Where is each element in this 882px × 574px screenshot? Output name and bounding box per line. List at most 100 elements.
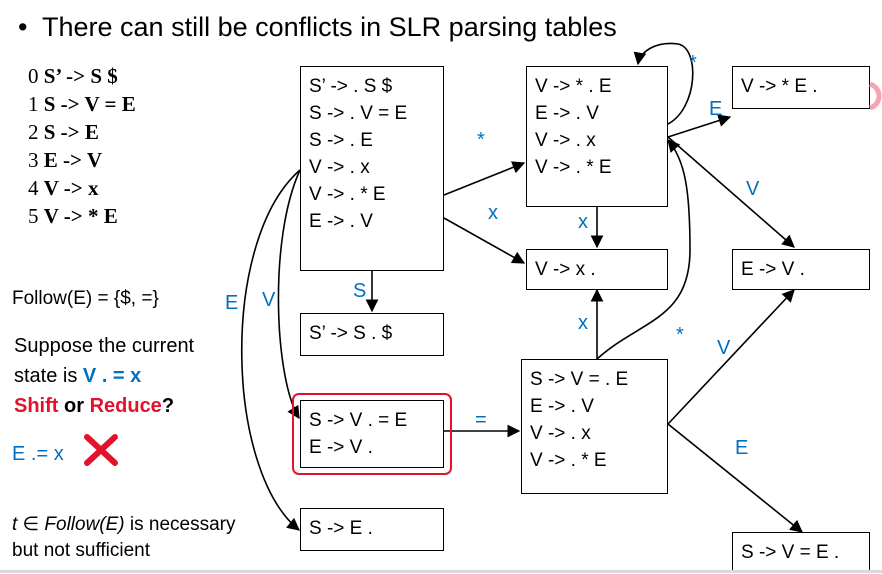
or-word: or [58,395,90,417]
note-line2: but not sufficient [12,540,151,561]
rule-body: V -> * E [43,204,118,228]
edge-s6-s4 [596,139,691,360]
edge-s0-s2 [277,169,301,420]
item: V -> * E . [741,76,818,97]
edge-label-v: V [746,178,760,200]
edge-s4-s4 [633,42,694,125]
conflict-highlight [292,393,452,475]
item: E -> . V [530,396,594,417]
question-line2: state is V . = x [14,361,194,391]
item: E -> V . [309,437,373,458]
edge-label-v: V [717,337,731,359]
grammar-rule: 3 E -> V [28,146,136,174]
item: S -> . E [309,130,373,151]
edge-label-s: S [353,280,367,302]
rule-number: 5 [28,204,39,228]
rule-number: 4 [28,176,39,200]
question-text: Suppose the current state is V . = x Shi… [14,331,194,421]
question-prefix: state is [14,365,83,387]
edge-s6-s9 [667,423,803,533]
edge-s4-s8 [667,136,795,248]
bullet-icon: • [18,12,28,42]
rule-number: 0 [28,64,39,88]
edge-label-e: E [735,437,749,459]
state-s1: S’ -> S . $ [300,313,444,356]
edge-s4-s7 [667,114,732,138]
edge-label-e: E [225,292,239,314]
state-s4: V -> * . E E -> . V V -> . x V -> . * E [526,66,668,207]
item: E -> . V [535,103,599,124]
current-state-text: V . = x [82,365,142,387]
edge-label-x: x [578,211,588,233]
note-follow: Follow(E) [44,514,125,535]
item: S’ -> S . $ [309,323,393,344]
corner-mark-icon [868,82,882,110]
question-line3: Shift or Reduce? [14,391,194,421]
note-rest: is necessary [124,514,236,535]
item: S -> V = E . [741,542,840,563]
item: V -> . x [535,130,596,151]
reduced-item: E .= x [12,443,64,465]
rule-body: E -> V [43,148,103,172]
item: S -> V . = E [309,410,408,431]
item: E -> . V [309,211,373,232]
grammar-rule: 0 S’ -> S $ [28,62,136,90]
follow-set: Follow(E) = {$, =} [12,288,159,309]
item: S -> E . [309,518,373,539]
rule-number: 1 [28,92,39,116]
note-line1: t ∈ Follow(E) is necessary [12,512,236,538]
edge-label-star: * [676,324,684,346]
edge-s6-s8 [667,289,795,425]
title-text: There can still be conflicts in SLR pars… [42,12,617,42]
state-s6: S -> V = . E E -> . V V -> . x V -> . * … [521,359,668,494]
necessity-note: t ∈ Follow(E) is necessary but not suffi… [12,512,236,564]
question-line1: Suppose the current [14,335,195,357]
question-mark: ? [161,395,175,417]
edge-s0-s3 [241,169,301,531]
grammar-rule: 1 S -> V = E [28,90,136,118]
edge-label-equals: = [475,409,487,431]
edge-s0-s5 [443,217,526,264]
shift-word: Shift [14,395,59,417]
item: S -> . V = E [309,103,408,124]
state-s7: V -> * E . [732,66,870,109]
rule-number: 2 [28,120,39,144]
grammar-rule: 2 S -> E [28,118,136,146]
state-s0: S’ -> . S $ S -> . V = E S -> . E V -> .… [300,66,444,271]
state-s2: S -> V . = E E -> V . [300,400,444,468]
item: V -> . x [309,157,370,178]
edge-s0-s4 [443,161,526,196]
grammar-rule: 4 V -> x [28,174,136,202]
item: V -> x . [535,259,596,280]
grammar-rule: 5 V -> * E [28,202,136,230]
item: V -> . x [530,423,591,444]
rule-body: V -> x [43,176,99,200]
edge-label-x: x [578,312,588,334]
slide-title: • There can still be conflicts in SLR par… [18,12,617,43]
slide-bottom-border [0,570,882,573]
rule-body: S -> E [43,120,99,144]
edge-label-e: E [709,98,723,120]
state-s3: S -> E . [300,508,444,551]
item: E -> V . [741,259,805,280]
grammar-rules: 0 S’ -> S $ 1 S -> V = E 2 S -> E 3 E ->… [28,62,136,230]
rule-body: S -> V = E [43,92,136,116]
edge-label-x: x [488,202,498,224]
rule-body: S’ -> S $ [43,64,118,88]
edge-label-star: * [477,129,485,151]
edge-label-v: V [262,289,276,311]
state-s9: S -> V = E . [732,532,870,573]
item: V -> * . E [535,76,612,97]
item: V -> . * E [309,184,386,205]
item: V -> . * E [530,450,607,471]
item: S -> V = . E [530,369,629,390]
note-t: t [12,514,18,535]
item: V -> . * E [535,157,612,178]
state-s5: V -> x . [526,249,668,290]
item: S’ -> . S $ [309,76,393,97]
state-s8: E -> V . [732,249,870,290]
edge-label-star: * [689,52,697,74]
cross-icon [84,434,118,471]
note-in: ∈ [17,514,45,535]
